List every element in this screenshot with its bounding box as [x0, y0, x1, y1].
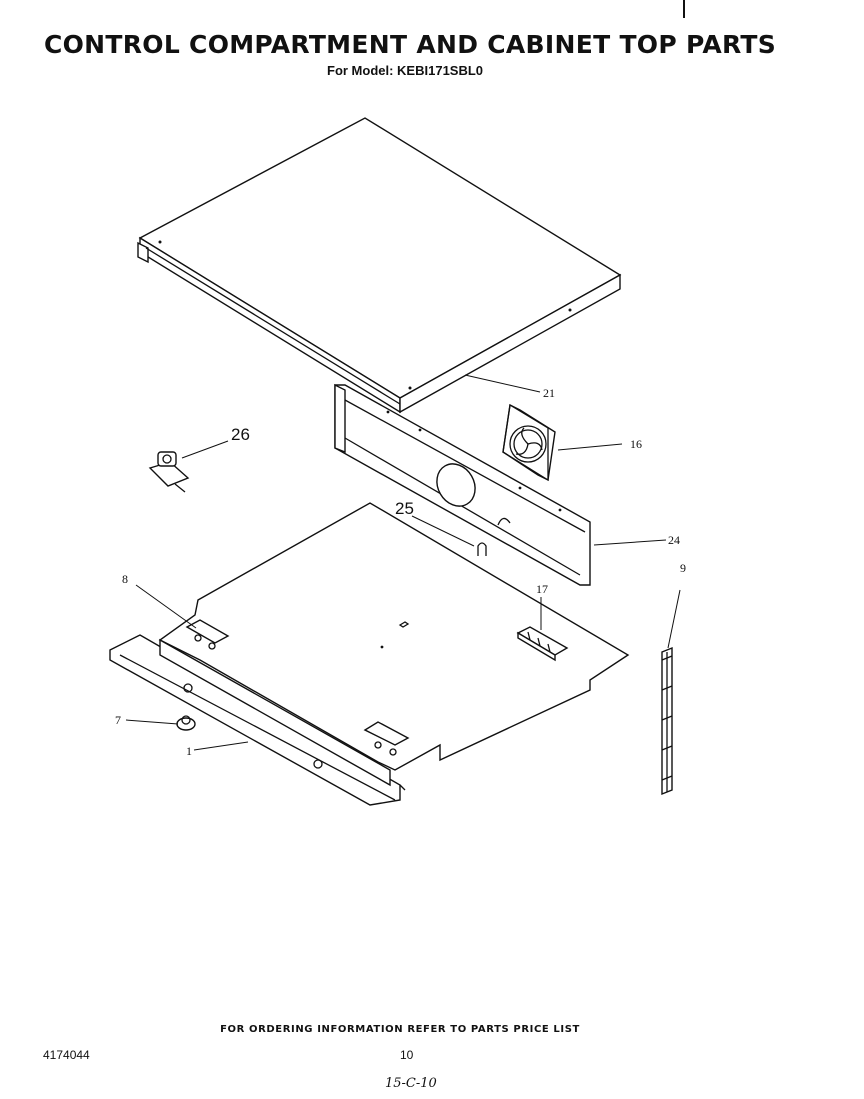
- cam-knob: [176, 715, 196, 731]
- control-panel-bracket: [334, 383, 591, 586]
- callout-17: 17: [536, 582, 548, 596]
- model-subtitle: For Model: KEBI171SBL0: [327, 63, 484, 78]
- corner-tick-mark: [683, 0, 685, 18]
- handwritten-note: 15-C-10: [385, 1076, 437, 1091]
- thermostat-switch: [148, 451, 190, 493]
- callout-16: 16: [630, 437, 642, 451]
- callout-24: 24: [668, 533, 680, 547]
- document-number: 4174044: [43, 1048, 90, 1062]
- ordering-note: FOR ORDERING INFORMATION REFER TO PARTS …: [220, 1024, 580, 1035]
- callout-1: 1: [186, 744, 192, 758]
- page-number: 10: [400, 1048, 414, 1062]
- control-compartment-base: [109, 502, 630, 806]
- terminal-block: [516, 626, 569, 662]
- callout-21: 21: [543, 386, 555, 400]
- leader-lines: [125, 374, 667, 751]
- callout-25: 25: [395, 499, 414, 518]
- callout-8: 8: [122, 572, 128, 586]
- bracket-clip: [477, 542, 487, 556]
- page-title: CONTROL COMPARTMENT AND CABINET TOP PART…: [43, 30, 777, 59]
- callout-26: 26: [231, 425, 250, 444]
- cooling-fan: [502, 403, 556, 482]
- wire-strip: [661, 589, 681, 796]
- callout-7: 7: [115, 713, 121, 727]
- callout-9: 9: [680, 561, 686, 575]
- cabinet-top-panel: [137, 117, 622, 414]
